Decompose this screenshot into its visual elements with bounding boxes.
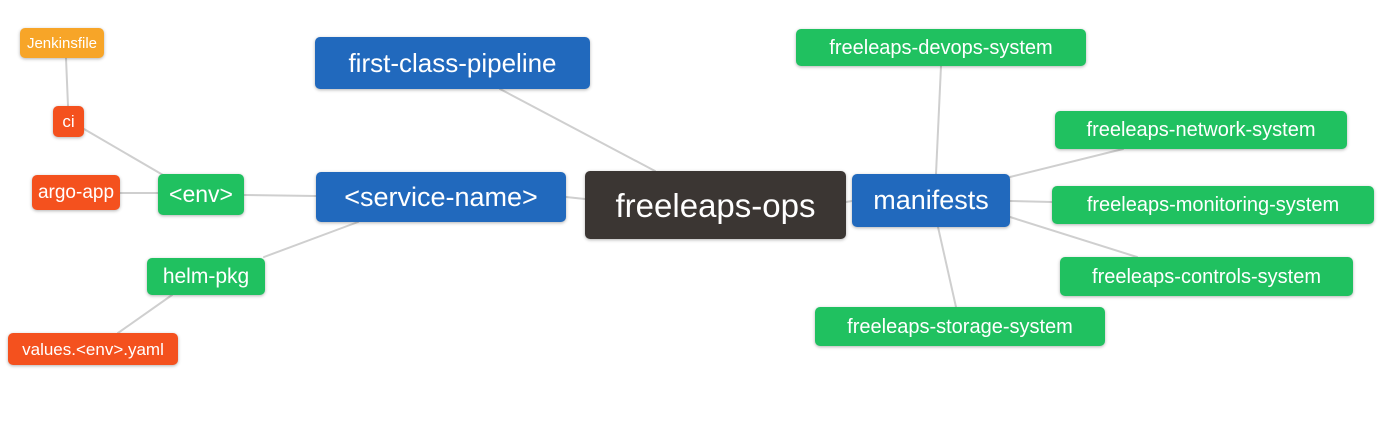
node-freeleaps-storage-system[interactable]: freeleaps-storage-system (815, 307, 1105, 346)
edge-freeleaps-ops-to-manifests (845, 200, 853, 203)
edge-values-env-yaml-to-helm-pkg (117, 294, 173, 334)
edge-jenkinsfile-to-ci (65, 57, 69, 107)
edge-manifests-to-freeleaps-devops-system (935, 65, 942, 175)
edge-manifests-to-freeleaps-monitoring-system (1009, 200, 1053, 203)
edge-manifests-to-freeleaps-storage-system (937, 226, 957, 308)
node-ci[interactable]: ci (53, 106, 84, 137)
node-values-env-yaml[interactable]: values.<env>.yaml (8, 333, 178, 365)
node-freeleaps-controls-system[interactable]: freeleaps-controls-system (1060, 257, 1353, 296)
edge-helm-pkg-to-service-name (263, 221, 359, 258)
node-jenkinsfile[interactable]: Jenkinsfile (20, 28, 104, 58)
edge-manifests-to-freeleaps-controls-system (1009, 216, 1138, 258)
node-freeleaps-ops[interactable]: freeleaps-ops (585, 171, 846, 239)
node-argo-app[interactable]: argo-app (32, 175, 120, 210)
edge-ci-to-env (83, 128, 164, 176)
edge-env-to-service-name (243, 194, 317, 197)
node-freeleaps-monitoring-system[interactable]: freeleaps-monitoring-system (1052, 186, 1374, 224)
edge-service-name-to-freeleaps-ops (565, 196, 586, 200)
node-env[interactable]: <env> (158, 174, 244, 215)
node-service-name[interactable]: <service-name> (316, 172, 566, 222)
node-first-class-pipeline[interactable]: first-class-pipeline (315, 37, 590, 89)
edge-manifests-to-freeleaps-network-system (1009, 148, 1124, 178)
node-freeleaps-devops-system[interactable]: freeleaps-devops-system (796, 29, 1086, 66)
node-freeleaps-network-system[interactable]: freeleaps-network-system (1055, 111, 1347, 149)
edge-first-class-pipeline-to-freeleaps-ops (499, 88, 656, 172)
node-helm-pkg[interactable]: helm-pkg (147, 258, 265, 295)
node-manifests[interactable]: manifests (852, 174, 1010, 227)
